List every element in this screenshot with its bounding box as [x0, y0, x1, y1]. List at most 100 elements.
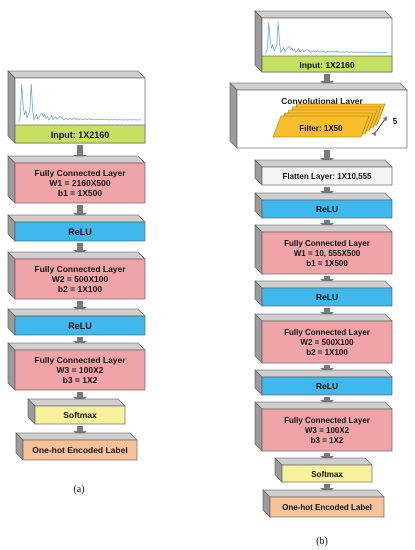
a-relu2-block-top-face [7, 308, 146, 317]
a-relu2-block-front-face [14, 315, 146, 336]
a-fc3-line-2: W3 = 100X2 [56, 365, 103, 375]
b-fc3-block-front-face [261, 408, 393, 452]
a-fc1-line-1: Fully Connected Layer [34, 168, 126, 178]
b-flatten-block-front-face [261, 166, 393, 186]
b-fc3-block-side-face [254, 401, 263, 452]
b-fc1-block-front-face [261, 231, 393, 275]
b-fc1-line-3: b1 = 1X500 [306, 259, 348, 268]
b-fc1-line-1: Fully Connected Layer [284, 239, 370, 248]
b-relu2-block-top-face [254, 280, 393, 289]
b-input-label-bar [261, 55, 393, 73]
a-arrow-2-shaft [77, 205, 83, 214]
b-relu3-label: ReLU [316, 381, 338, 391]
b-arrow-6-shaft [324, 308, 330, 313]
a-relu2-block: ReLU [7, 308, 146, 336]
a-fc1-line-3: b1 = 1X500 [58, 188, 102, 198]
b-input-signal [265, 22, 389, 54]
b-relu2-label: ReLU [316, 292, 338, 302]
b-filter-label: Filter: 1X50 [299, 124, 343, 133]
b-arrow-7-shaft [324, 365, 330, 369]
a-relu1-block-front-face [14, 221, 146, 242]
b-arrow-2-shaft [324, 150, 330, 159]
a-input-block-side-face [7, 70, 16, 144]
b-conv-block-side-face [229, 82, 238, 149]
a-arrow-1-shaft [77, 145, 83, 156]
b-relu1-label: ReLU [316, 204, 338, 214]
a-fc1-block-front-face [14, 162, 146, 204]
a-fc2-block-side-face [7, 251, 16, 300]
a-arrow-3-shaft [77, 243, 83, 251]
a-fc2-line-2: W2 = 500X100 [52, 274, 109, 284]
a-fc3-block-front-face [14, 349, 146, 391]
b-fc2-line-2: W2 = 500X100 [300, 338, 354, 347]
b-arrow-9-shaft [324, 453, 330, 457]
a-arrow-4-shaft [77, 301, 83, 308]
b-softmax-block-top-face [274, 457, 373, 466]
b-filter-5 [272, 115, 370, 138]
a-onehot-block: One-hot Encoded Label [15, 432, 138, 461]
b-fc3-line-1: Fully Connected Layer [284, 416, 370, 425]
a-relu1-label: ReLU [68, 227, 92, 237]
a-fc3-block-top-face [7, 342, 146, 351]
b-softmax-block-front-face [281, 464, 373, 483]
b-fc1-block-side-face [254, 224, 263, 275]
a-input-signal-trace [18, 83, 142, 122]
a-fc2-line-3: b2 = 1X100 [58, 284, 102, 294]
a-input-label: Input: 1X2160 [51, 130, 110, 140]
b-arrow-1-shaft [324, 74, 330, 82]
b-flatten-block: Flatten Layer: 1X10,555 [254, 159, 393, 186]
b-fc2-block-side-face [254, 313, 263, 364]
a-relu1-block: ReLU [7, 214, 146, 242]
a-caption: (a) [73, 484, 84, 495]
a-softmax-label: Softmax [63, 410, 97, 420]
b-onehot-block-top-face [262, 489, 385, 498]
b-input-signal-trace [265, 22, 389, 54]
b-fc2-block-front-face [261, 320, 393, 364]
a-fc3-block-side-face [7, 342, 16, 391]
a-fc2-line-1: Fully Connected Layer [34, 264, 126, 274]
b-filter-stack: Filter: 1X50 5 [272, 103, 398, 138]
b-fc2-line-1: Fully Connected Layer [284, 328, 370, 337]
a-softmax-block-top-face [27, 398, 126, 407]
b-fc1-line-2: W1 = 10, 555X500 [294, 249, 361, 258]
a-fc3-line-3: b3 = 1X2 [63, 375, 98, 385]
b-relu1-block-top-face [254, 192, 393, 201]
b-arrow-3-shaft [324, 187, 330, 192]
b-onehot-block-front-face [269, 496, 385, 518]
a-arrow-7-shaft [77, 426, 83, 432]
b-relu1-block: ReLU [254, 192, 393, 219]
a-input-label-bar [14, 124, 146, 144]
b-conv-title: Convolutional Layer [281, 96, 363, 106]
b-arrow-10-shaft [324, 484, 330, 489]
a-fc1-line-2: W1 = 2160X500 [49, 178, 110, 188]
b-input-label: Input: 1X2160 [299, 60, 355, 70]
a-relu2-label: ReLU [68, 321, 92, 331]
a-relu1-block-top-face [7, 214, 146, 223]
b-filter-count: 5 [393, 117, 398, 126]
b-fc3-line-2: W3 = 100X2 [305, 426, 350, 435]
b-fc2-block-top-face [254, 313, 393, 322]
b-arrow-4-shaft [324, 220, 330, 224]
b-arrow-5-shaft [324, 276, 330, 280]
a-arrow-5-shaft [77, 337, 83, 342]
b-fc3-line-3: b3 = 1X2 [311, 436, 344, 445]
a-onehot-block-top-face [15, 432, 138, 441]
a-softmax-block: Softmax [27, 398, 126, 425]
b-conv-block-top-face [229, 82, 408, 91]
a-arrow-6-shaft [77, 392, 83, 398]
b-relu3-block: ReLU [254, 369, 393, 396]
b-caption: (b) [316, 536, 328, 547]
b-relu3-block-top-face [254, 369, 393, 378]
b-fc3-block-top-face [254, 401, 393, 410]
b-relu3-block-front-face [261, 376, 393, 396]
a-onehot-block-front-face [22, 439, 138, 461]
b-flatten-label: Flatten Layer: 1X10,555 [283, 172, 372, 181]
a-fc1-block-top-face [7, 155, 146, 164]
b-onehot-label: One-hot Encoded Label [282, 503, 372, 512]
